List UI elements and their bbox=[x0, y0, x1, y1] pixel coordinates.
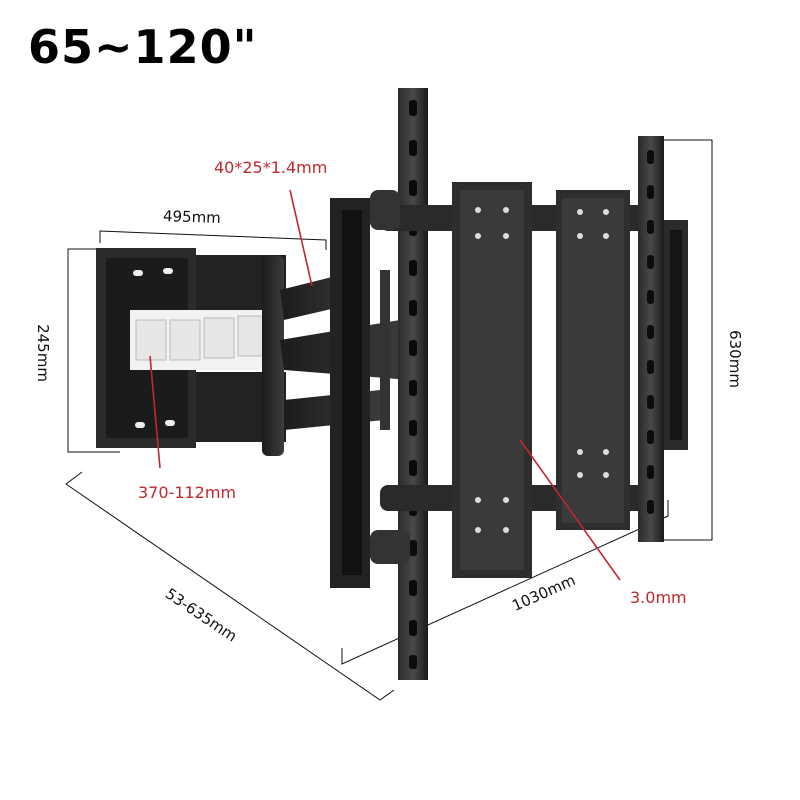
vesa-plates bbox=[452, 182, 630, 578]
left-rail bbox=[330, 88, 428, 680]
plate-width-label: 495mm bbox=[162, 206, 222, 228]
arm-tube-label: 40*25*1.4mm bbox=[214, 158, 328, 177]
screen-size-range: 65~120" bbox=[28, 20, 258, 74]
vesa-range-label: 370-112mm bbox=[138, 483, 237, 502]
dimension-lines bbox=[65, 139, 713, 701]
right-rail bbox=[638, 136, 688, 542]
rail-height-label: 630mm bbox=[725, 330, 744, 388]
callout-lines bbox=[149, 189, 621, 581]
plate-height-label: 245mm bbox=[33, 324, 52, 382]
thickness-label: 3.0mm bbox=[630, 588, 687, 607]
wall-plate bbox=[96, 248, 286, 448]
